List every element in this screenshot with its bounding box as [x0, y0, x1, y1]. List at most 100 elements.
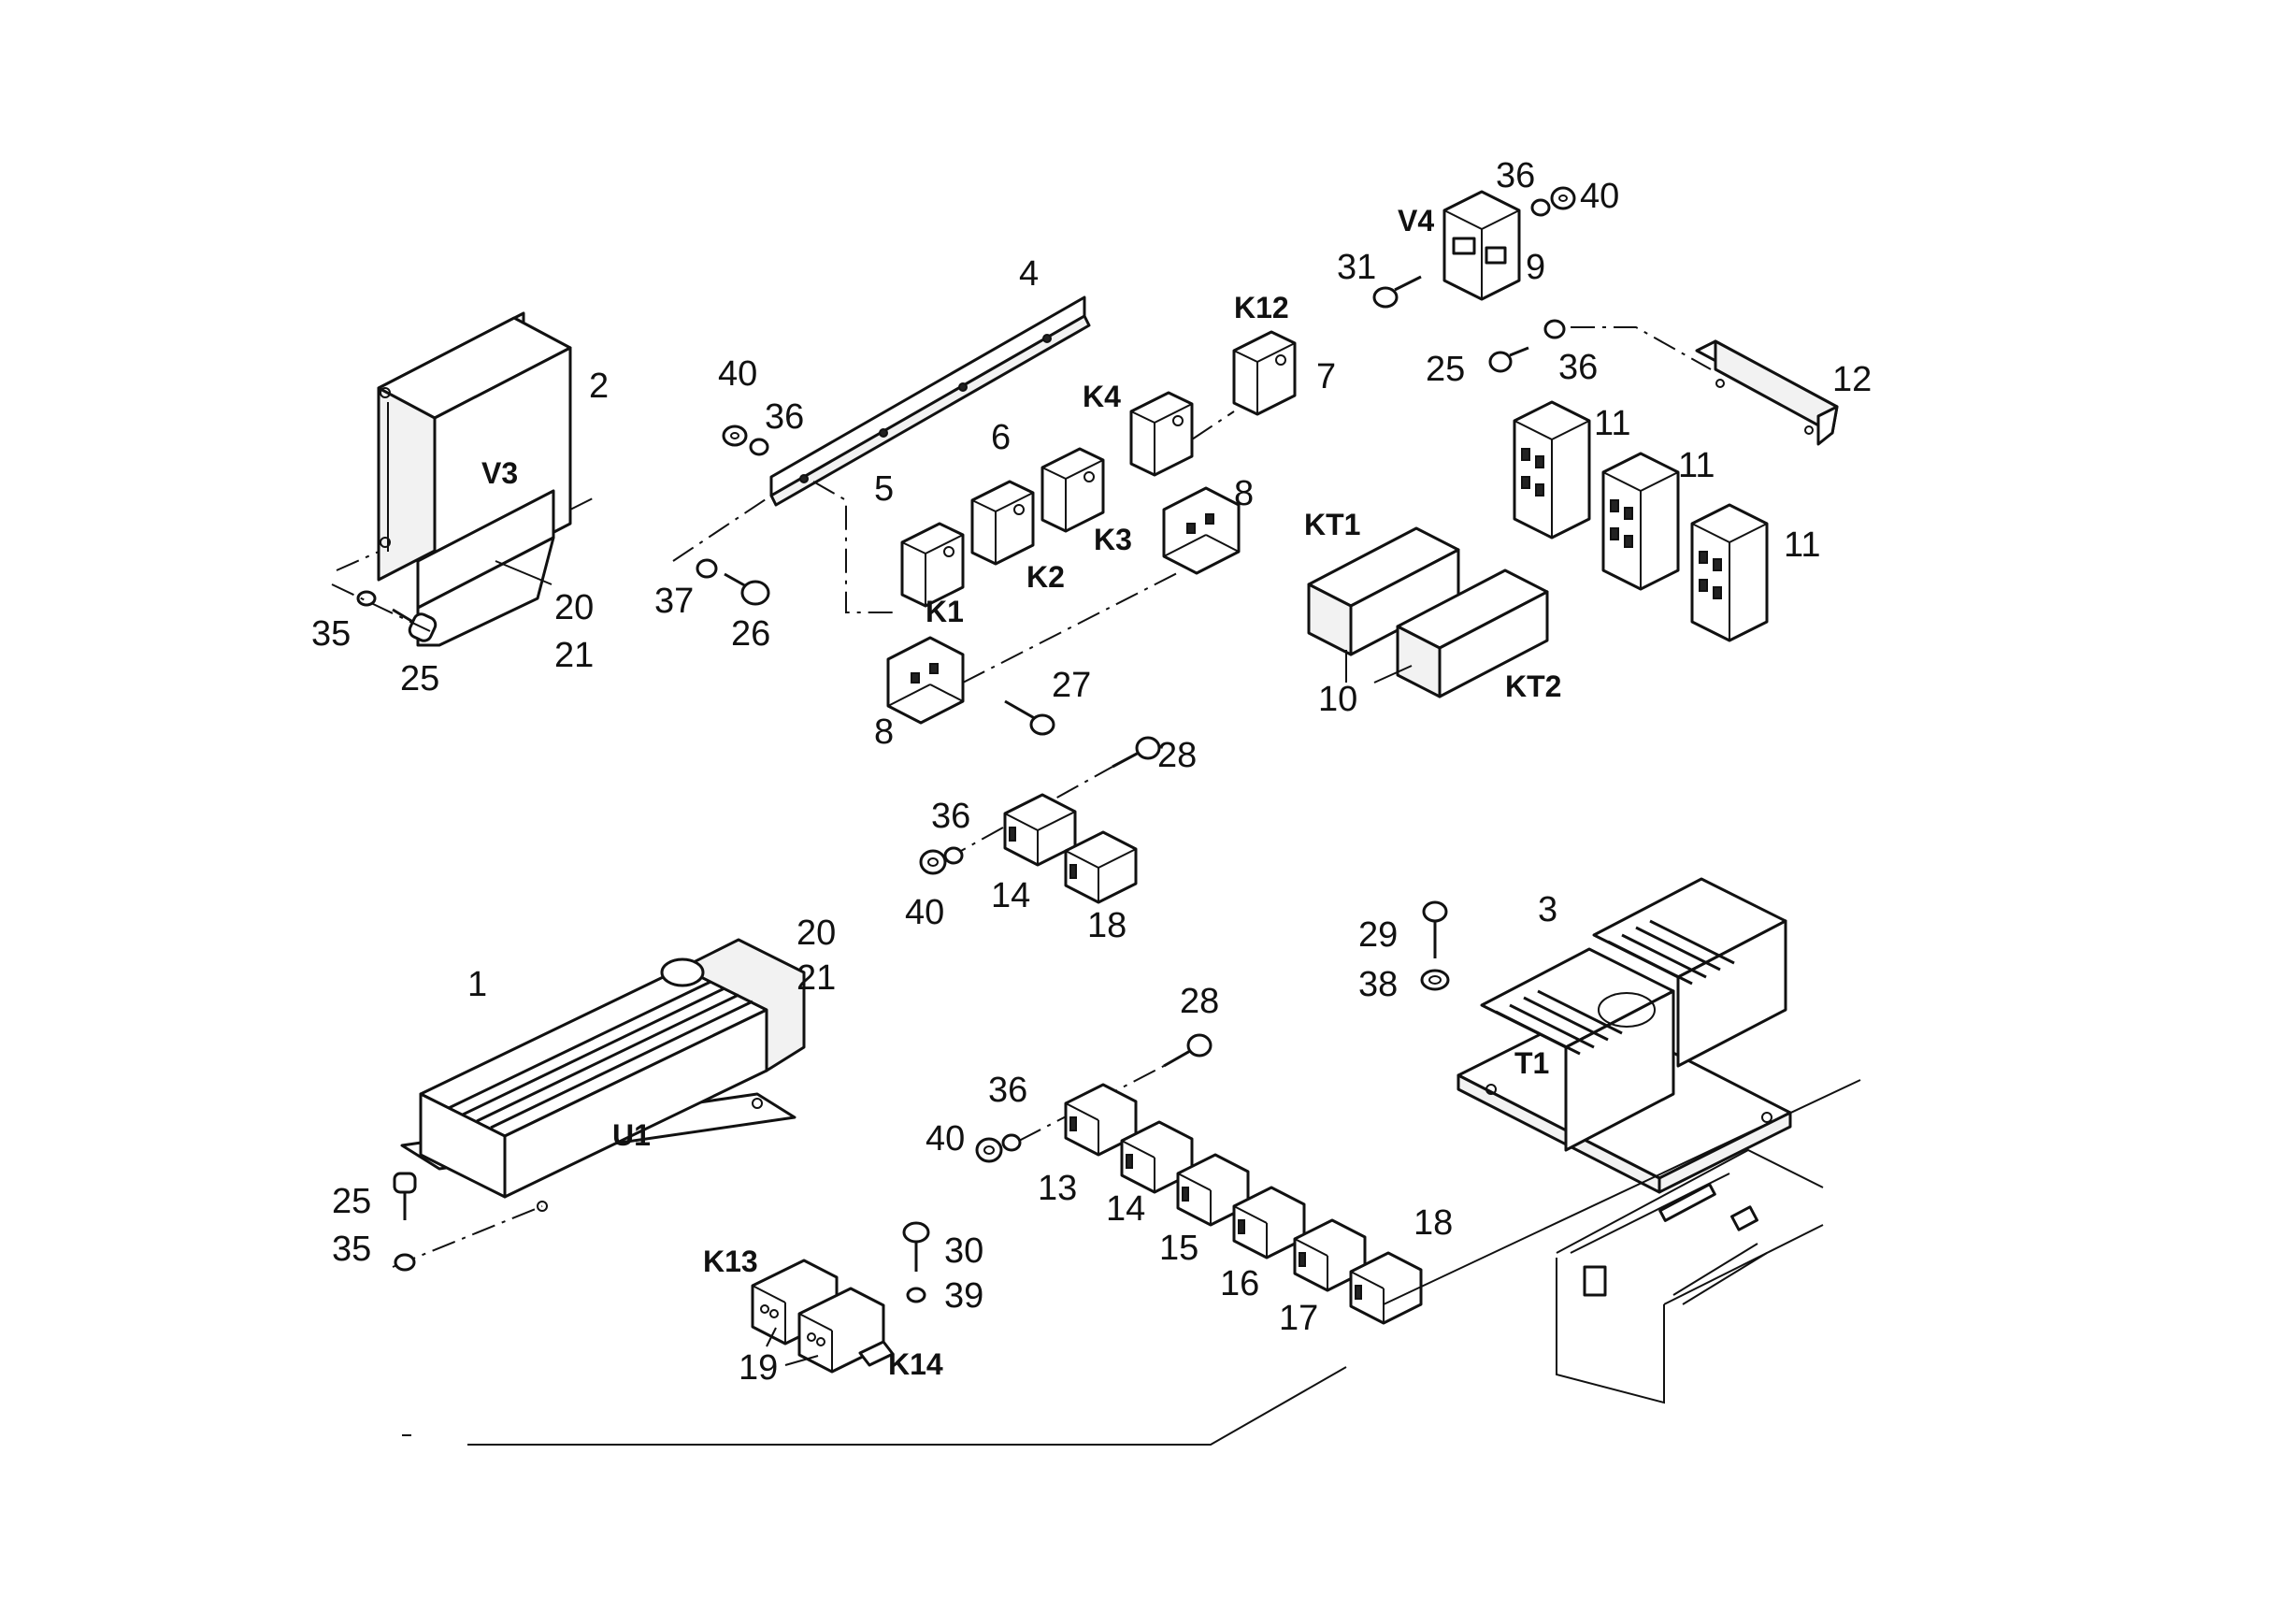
screw-31 — [1372, 275, 1422, 309]
label-3: 3 — [1538, 890, 1557, 929]
label-8-upper: 8 — [1234, 474, 1254, 513]
label-26: 26 — [731, 614, 770, 654]
label-9: 9 — [1526, 248, 1545, 287]
label-35-upper: 35 — [311, 614, 351, 654]
label-27: 27 — [1052, 666, 1091, 705]
label-20-upper: 20 — [554, 588, 594, 627]
leader-19-b — [784, 1355, 819, 1366]
component-tags: V3 V4 U1 T1 K1 K2 K3 K4 K12 K13 K14 KT1 … — [481, 204, 1561, 1381]
relay-base-11-a — [1513, 400, 1591, 540]
tag-k1: K1 — [926, 595, 964, 628]
block-18-upper — [1064, 830, 1138, 904]
label-40-v4: 40 — [1580, 177, 1619, 216]
screw-25-washer-35-lower — [393, 1172, 417, 1272]
block-13 — [1064, 1083, 1138, 1157]
tag-kt2: KT2 — [1505, 669, 1561, 703]
label-25-right: 25 — [1426, 350, 1465, 389]
screw-25-washer-35-upper — [331, 583, 438, 642]
din-rail-12 — [1695, 339, 1839, 446]
label-36-rail: 36 — [765, 397, 804, 437]
washers-40-36-rail — [722, 425, 769, 456]
label-38: 38 — [1358, 965, 1398, 1004]
label-4: 4 — [1019, 254, 1039, 294]
tag-k14: K14 — [888, 1347, 943, 1381]
tag-k2: K2 — [1026, 560, 1065, 594]
label-20-lower: 20 — [796, 914, 836, 953]
dash-k4-k12 — [1191, 410, 1235, 440]
label-11-c: 11 — [1784, 525, 1820, 565]
label-7: 7 — [1316, 357, 1336, 396]
label-14-upper: 14 — [991, 876, 1030, 915]
label-36-right: 36 — [1558, 348, 1598, 387]
label-14-lower: 14 — [1106, 1189, 1145, 1229]
rectifier-v4 — [1442, 190, 1521, 301]
timer-kt1 — [1307, 526, 1460, 656]
label-39: 39 — [944, 1276, 983, 1316]
tag-t1: T1 — [1514, 1046, 1549, 1080]
screw-30-washer-39 — [902, 1221, 930, 1303]
label-5: 5 — [874, 469, 894, 509]
washers-40-36-row2 — [975, 1133, 1022, 1163]
tag-k3: K3 — [1094, 523, 1132, 556]
label-6: 6 — [991, 418, 1011, 457]
screw-26-washer-37 — [696, 558, 770, 606]
dash-socket-8 — [962, 569, 1184, 684]
label-28-upper: 28 — [1157, 736, 1197, 775]
mounting-rail — [672, 295, 1091, 613]
label-15: 15 — [1159, 1229, 1198, 1268]
relay-k3 — [1040, 447, 1105, 533]
label-37: 37 — [654, 582, 694, 621]
tag-u1: U1 — [612, 1118, 651, 1152]
relay-base-11-b — [1601, 452, 1680, 591]
block-18-lower — [1349, 1251, 1423, 1325]
relay-socket-8-lower — [886, 636, 965, 725]
label-10: 10 — [1318, 680, 1357, 719]
tag-kt1: KT1 — [1304, 508, 1360, 541]
relay-socket-8-upper — [1162, 486, 1241, 575]
leader-10-b — [1373, 665, 1413, 684]
relay-k14 — [797, 1287, 895, 1374]
timer-kt2 — [1396, 569, 1549, 698]
label-2: 2 — [589, 367, 609, 406]
tag-k4: K4 — [1083, 380, 1121, 413]
label-8-lower: 8 — [874, 712, 894, 752]
label-1: 1 — [467, 965, 487, 1004]
tag-k12: K12 — [1234, 291, 1289, 324]
relay-k12 — [1232, 330, 1297, 416]
tag-v3: V3 — [481, 456, 518, 490]
label-18-lower: 18 — [1413, 1203, 1453, 1243]
tag-k13: K13 — [703, 1245, 758, 1278]
label-35-lower: 35 — [332, 1230, 371, 1269]
leader-19-a — [766, 1327, 777, 1347]
leader-20-21-upper — [495, 560, 552, 585]
converter-u1 — [392, 938, 806, 1268]
label-40-rail: 40 — [718, 354, 757, 394]
label-21-lower: 21 — [796, 958, 836, 998]
label-19: 19 — [739, 1348, 778, 1388]
label-30: 30 — [944, 1231, 983, 1271]
washers-36-40-v4 — [1530, 186, 1576, 217]
block-16 — [1232, 1186, 1306, 1259]
label-40-row2: 40 — [926, 1119, 965, 1159]
screw-27 — [1004, 699, 1055, 736]
relay-k2 — [970, 480, 1035, 566]
relay-k4 — [1129, 391, 1194, 477]
label-11-b: 11 — [1678, 446, 1715, 485]
label-36-row1: 36 — [931, 797, 970, 836]
screw-25-washer-36-right — [1488, 319, 1712, 373]
label-17: 17 — [1279, 1299, 1318, 1338]
transformer-t1 — [1457, 877, 1792, 1194]
screw-29-washer-38 — [1420, 900, 1450, 991]
relay-k1 — [900, 522, 965, 608]
label-18-upper: 18 — [1087, 906, 1126, 945]
screw-28-lower — [1018, 1033, 1213, 1142]
label-29: 29 — [1358, 915, 1398, 955]
label-16: 16 — [1220, 1264, 1259, 1303]
label-13: 13 — [1038, 1169, 1077, 1208]
cabinet-inset — [402, 1079, 1861, 1446]
label-36-v4: 36 — [1496, 156, 1535, 195]
label-31: 31 — [1337, 248, 1376, 287]
label-36-row2: 36 — [988, 1071, 1027, 1110]
label-11-a: 11 — [1594, 404, 1630, 443]
